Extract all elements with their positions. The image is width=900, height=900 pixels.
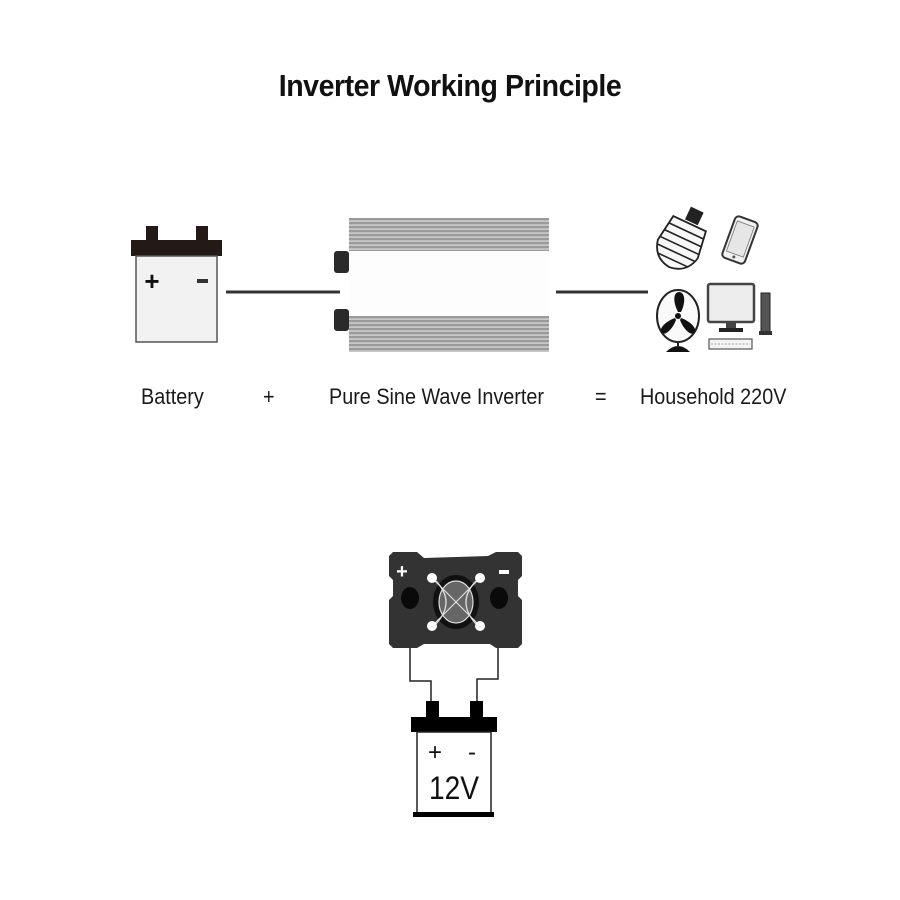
battery-positive-sign: + bbox=[144, 266, 159, 296]
page-title: Inverter Working Principle bbox=[278, 68, 622, 103]
inverter-negative-label bbox=[499, 570, 509, 574]
fan-icon bbox=[656, 289, 700, 352]
equals-sign: = bbox=[595, 384, 607, 409]
inverter-fin-gap bbox=[349, 232, 549, 234]
inverter-fin bbox=[349, 332, 549, 335]
inverter-fin bbox=[349, 336, 549, 339]
inverter-fin-gap bbox=[349, 224, 549, 226]
inverter-fin-gap bbox=[349, 338, 549, 340]
inverter-fin bbox=[349, 226, 549, 229]
battery-icon: + bbox=[131, 226, 222, 343]
positive-wire bbox=[409, 648, 432, 702]
inverter-fin-gap bbox=[349, 318, 549, 320]
inverter-fin bbox=[349, 328, 549, 331]
inverter-fin bbox=[349, 348, 549, 351]
battery-negative-sign bbox=[197, 279, 208, 283]
plus-sign: + bbox=[263, 384, 275, 409]
inverter-fin-gap bbox=[349, 342, 549, 344]
cooling-fan-icon bbox=[427, 573, 485, 631]
inverter-fin bbox=[349, 344, 549, 347]
inverter-label: Pure Sine Wave Inverter bbox=[329, 384, 544, 409]
battery-voltage-label: 12V bbox=[429, 771, 479, 806]
inverter-fin bbox=[349, 340, 549, 343]
inverter-fin bbox=[349, 320, 549, 323]
output-label: Household 220V bbox=[640, 384, 787, 409]
inverter-fin-gap bbox=[349, 228, 549, 230]
inverter-fin-gap bbox=[349, 334, 549, 336]
inverter-fin-gap bbox=[349, 322, 549, 324]
battery-12v-positive: + bbox=[428, 739, 442, 766]
inverter-fin bbox=[349, 238, 549, 241]
inverter-connector-bottom bbox=[334, 309, 349, 331]
inverter-fin-gap bbox=[349, 244, 549, 246]
inverter-fin-gap bbox=[349, 326, 549, 328]
negative-wire bbox=[476, 648, 499, 702]
battery-12v-icon: + - 12V bbox=[411, 701, 497, 817]
inverter-fin bbox=[349, 222, 549, 225]
inverter-positive-label: + bbox=[396, 561, 408, 583]
inverter-connector-top bbox=[334, 251, 349, 273]
inverter-fin bbox=[349, 230, 549, 233]
inverter-fin bbox=[349, 316, 549, 319]
inverter-fin bbox=[349, 324, 549, 327]
inverter-fin-gap bbox=[349, 240, 549, 242]
inverter-fin-gap bbox=[349, 236, 549, 238]
negative-terminal bbox=[490, 587, 508, 609]
inverter-fin-gap bbox=[349, 346, 549, 348]
inverter-fin-gap bbox=[349, 220, 549, 222]
desktop-computer-icon bbox=[706, 282, 772, 350]
inverter-icon bbox=[334, 218, 549, 352]
battery-label: Battery bbox=[141, 384, 204, 409]
smartphone-icon bbox=[721, 215, 759, 265]
inverter-fin bbox=[349, 242, 549, 245]
bulb-icon bbox=[656, 206, 708, 270]
inverter-fin bbox=[349, 234, 549, 237]
battery-12v-negative: - bbox=[468, 739, 476, 766]
inverter-fin bbox=[349, 218, 549, 221]
inverter-fin-gap bbox=[349, 330, 549, 332]
inverter-fin-gap bbox=[349, 248, 549, 250]
inverter-fin-gap bbox=[349, 350, 549, 352]
inverter-terminal-panel: + bbox=[389, 552, 522, 648]
positive-terminal bbox=[401, 587, 419, 609]
inverter-fin bbox=[349, 246, 549, 249]
